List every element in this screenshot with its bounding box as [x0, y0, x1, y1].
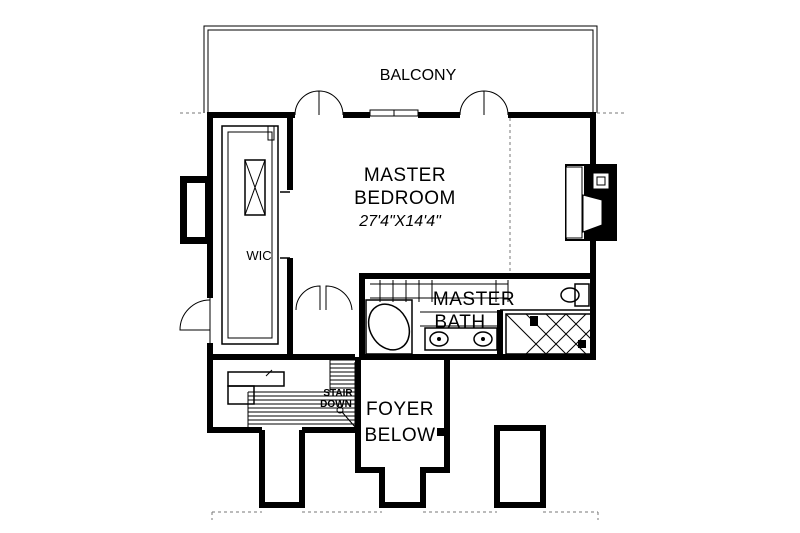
master-bath-label-line2: BATH [434, 312, 485, 333]
fireplace [565, 164, 617, 241]
master-bedroom-label-line2: BEDROOM [354, 188, 456, 209]
wic-closet [221, 115, 293, 357]
stair-label-line2: DOWN [320, 399, 352, 410]
right-column [494, 425, 546, 508]
balcony-label: BALCONY [380, 67, 457, 84]
wic-doors [295, 285, 353, 311]
master-bath-label-line1: MASTER [433, 289, 515, 310]
foyer-label-line2: BELOW [364, 425, 435, 446]
master-bedroom-label-line1: MASTER [364, 165, 446, 186]
stair-label-line1: STAIR [323, 388, 353, 399]
master-bedroom-dimensions: 27'4"X14'4" [358, 213, 442, 230]
left-window-box [180, 176, 210, 244]
foyer-walls [355, 357, 450, 508]
balcony-door-left [294, 90, 344, 116]
foyer-label-line1: FOYER [366, 399, 434, 420]
stair [207, 357, 358, 508]
wic-label: WIC [246, 248, 271, 263]
exterior-walls [207, 112, 596, 360]
balcony-door-right [459, 90, 509, 116]
bottom-dashed-line [211, 511, 599, 520]
master-bath [359, 273, 596, 360]
balcony-window [369, 109, 419, 117]
wic-exterior-door [179, 298, 211, 343]
balcony [180, 25, 625, 114]
